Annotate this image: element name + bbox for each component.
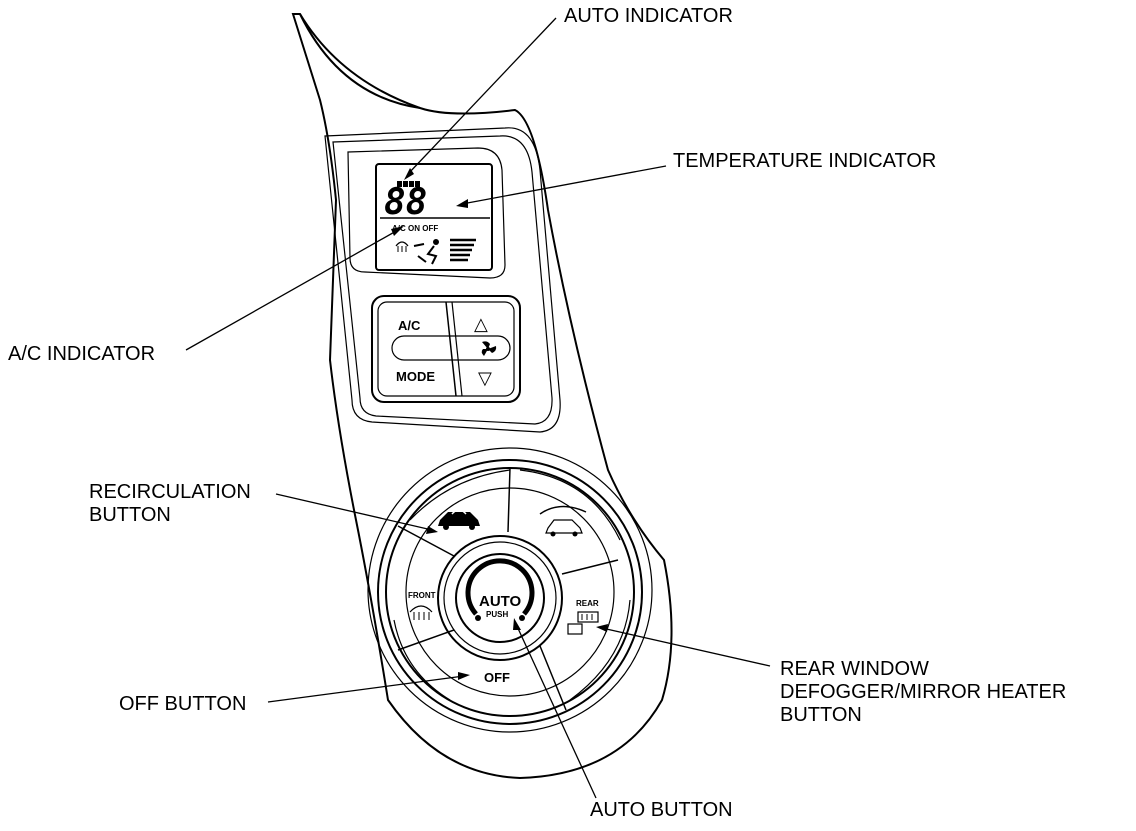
leader-lines — [185, 17, 771, 799]
temperature-down-button[interactable]: ▽ — [478, 368, 492, 388]
mode-button[interactable]: MODE — [396, 369, 435, 384]
callout-rear-window-line2: DEFOGGER/MIRROR HEATER — [780, 681, 1066, 703]
fresh-air-car-icon — [539, 505, 587, 537]
svg-text:A/C: A/C — [398, 318, 421, 333]
callout-recirculation-line2: BUTTON — [89, 504, 171, 526]
auto-indicator-bars-icon — [397, 181, 420, 187]
callout-auto-indicator: AUTO INDICATOR — [564, 5, 733, 27]
airflow-person-icon — [413, 239, 439, 265]
auto-knob-label: AUTO — [479, 593, 522, 610]
svg-text:REAR: REAR — [576, 599, 599, 608]
fresh-air-button[interactable] — [539, 505, 587, 537]
rear-defrost-icon — [567, 611, 599, 635]
svg-text:FRONT: FRONT — [408, 591, 436, 600]
off-button[interactable]: OFF — [484, 670, 510, 685]
svg-text:MODE: MODE — [396, 369, 435, 384]
callout-labels: AUTO INDICATOR TEMPERATURE INDICATOR A/C… — [8, 5, 1066, 821]
up-arrow-icon: △ — [474, 314, 488, 334]
button-block: A/C MODE △ ▽ — [371, 295, 521, 403]
callout-recirculation-line1: RECIRCULATION — [89, 481, 251, 503]
ac-status-text: A/C ON OFF — [392, 224, 438, 233]
recirculation-car-icon — [438, 509, 480, 530]
lcd-display: 88 A/C ON OFF — [347, 147, 506, 279]
fan-level-bars-icon — [450, 238, 476, 262]
lcd-screen — [375, 163, 493, 271]
front-defrost-icon — [409, 605, 433, 620]
temperature-digits: 88 — [384, 182, 427, 223]
fan-icon — [481, 341, 497, 356]
auto-button[interactable]: AUTO PUSH — [437, 535, 563, 661]
callout-ac-indicator: A/C INDICATOR — [8, 343, 155, 365]
panel-housing — [291, 13, 673, 780]
down-arrow-icon: ▽ — [478, 368, 492, 388]
temperature-up-button[interactable]: △ — [474, 314, 488, 334]
callout-auto-button: AUTO BUTTON — [590, 799, 733, 821]
callout-temperature-indicator: TEMPERATURE INDICATOR — [673, 150, 936, 172]
svg-text:OFF: OFF — [484, 670, 510, 685]
rear-window-defogger-button[interactable]: REAR — [567, 599, 599, 635]
push-label: PUSH — [486, 610, 508, 619]
callout-rear-window-line1: REAR WINDOW — [780, 658, 929, 680]
front-defrost-button[interactable]: FRONT — [408, 591, 436, 620]
ac-button[interactable]: A/C — [398, 318, 421, 333]
callout-rear-window-line3: BUTTON — [780, 704, 862, 726]
callout-off-button: OFF BUTTON — [119, 693, 246, 715]
recirculation-button[interactable] — [438, 509, 480, 530]
defrost-icon — [395, 241, 409, 252]
fan-speed-bar[interactable] — [391, 335, 511, 361]
rotary-dial: FRONT REAR OFF — [367, 447, 653, 733]
